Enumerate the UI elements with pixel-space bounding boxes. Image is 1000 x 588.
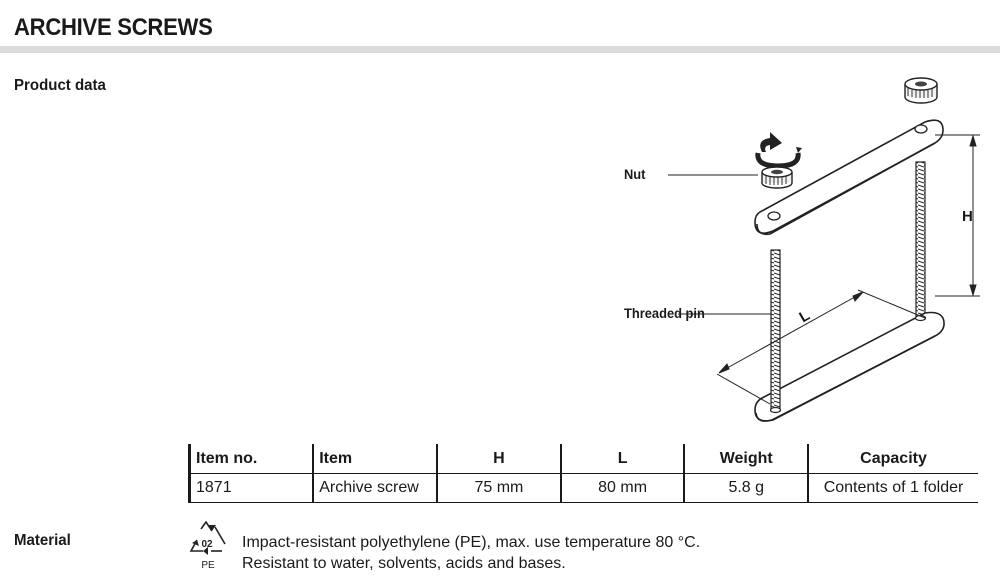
spec-table: Item no. Item H L Weight Capacity 1871 A… xyxy=(188,444,978,503)
material-line-1: Impact-resistant polyethylene (PE), max.… xyxy=(242,534,701,551)
material-description: Impact-resistant polyethylene (PE), max.… xyxy=(242,532,700,574)
recycling-code: 02 xyxy=(201,539,213,550)
column-header-item: Item xyxy=(312,444,438,474)
column-header-weight: Weight xyxy=(683,444,809,474)
material-line-2: Resistant to water, solvents, acids and … xyxy=(242,555,566,572)
table-row: 1871 Archive screw 75 mm 80 mm 5.8 g Con… xyxy=(188,473,978,503)
spare-nut xyxy=(904,77,938,104)
table-header-row: Item no. Item H L Weight Capacity xyxy=(188,444,978,474)
column-header-item-no: Item no. xyxy=(188,444,314,474)
cell-l: 80 mm xyxy=(559,473,685,503)
page-title: ARCHIVE SCREWS xyxy=(14,14,213,41)
recycling-abbr: PE xyxy=(201,560,215,571)
dimension-h xyxy=(935,134,980,297)
section-label-product-data: Product data xyxy=(14,77,106,94)
left-threaded-pin xyxy=(770,249,781,411)
cell-item-no: 1871 xyxy=(188,473,314,503)
nut-with-rotation-arrow xyxy=(755,132,802,189)
section-label-material: Material xyxy=(14,532,71,549)
nut-label: Nut xyxy=(624,166,646,182)
cell-item: Archive screw xyxy=(312,473,438,503)
right-threaded-pin xyxy=(915,161,926,319)
cell-h: 75 mm xyxy=(436,473,561,503)
cell-capacity: Contents of 1 folder xyxy=(807,473,978,503)
dimension-l xyxy=(716,289,926,405)
column-header-h: H xyxy=(436,444,561,474)
archive-screw-diagram xyxy=(668,77,980,422)
column-header-capacity: Capacity xyxy=(807,444,978,474)
top-bar xyxy=(754,119,944,236)
threaded-pin-label: Threaded pin xyxy=(624,305,705,321)
bottom-bar xyxy=(754,311,945,422)
title-rule xyxy=(0,46,1000,53)
recycling-symbol-icon: 02 PE xyxy=(189,521,226,571)
height-dimension-label: H xyxy=(962,208,973,225)
column-header-l: L xyxy=(559,444,685,474)
cell-weight: 5.8 g xyxy=(683,473,809,503)
